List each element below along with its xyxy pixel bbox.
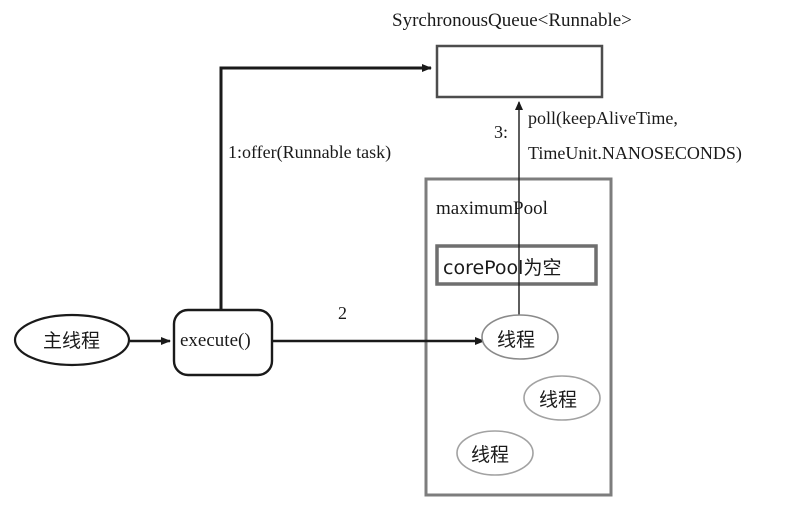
main-thread-label: 主线程	[43, 330, 101, 352]
offer-edge-label: 1:offer(Runnable task)	[228, 142, 392, 162]
execute-label: execute()	[180, 330, 251, 351]
thread-label-3: 线程	[471, 444, 510, 466]
step2-edge-label: 2	[338, 303, 347, 323]
core-pool-box	[435, 244, 598, 286]
thread-label-1: 线程	[497, 329, 536, 351]
main-thread-ellipse	[13, 313, 131, 367]
poll-edge-label-line1: poll(keepAliveTime,	[528, 108, 678, 128]
poll-step-number: 3:	[494, 122, 509, 142]
thread-ellipse-3	[456, 430, 534, 476]
maximum-pool-title: maximumPool	[436, 198, 548, 219]
offer-arrow	[219, 64, 432, 310]
thread-ellipse-1	[481, 314, 559, 360]
thread-ellipse-2	[523, 375, 601, 421]
poll-edge-label-line2: TimeUnit.NANOSECONDS)	[528, 143, 742, 163]
thread-label-2: 线程	[539, 389, 578, 411]
execute-box	[172, 308, 274, 377]
synchronous-queue-box	[435, 44, 604, 99]
core-pool-label: corePool为空	[443, 257, 562, 279]
queue-title: SyrchronousQueue<Runnable>	[392, 10, 632, 31]
